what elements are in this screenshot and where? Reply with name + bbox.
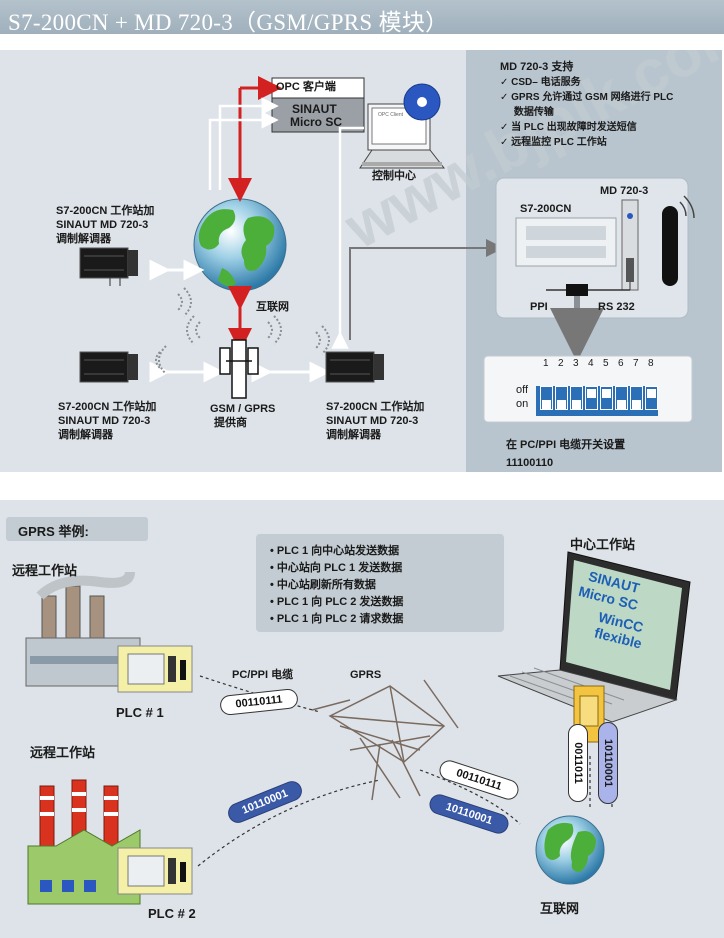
station-right-label: S7-200CN 工作站加 SINAUT MD 720-3 调制解调器 [326, 401, 425, 441]
gsm-provider-label-2: 提供商 [214, 417, 247, 429]
modem-station-left-bottom-icon [79, 351, 138, 383]
cable-label: PC/PPI 电缆 [232, 669, 294, 681]
dip-switch-1 [540, 386, 553, 410]
dip-switch-8 [645, 386, 658, 410]
sinaut-label-1: SINAUT [292, 102, 337, 116]
dip-knob [587, 389, 596, 398]
md720-label: MD 720-3 [600, 185, 649, 197]
plc2-label: PLC # 2 [148, 906, 196, 921]
title-bar [0, 0, 724, 34]
dip-switch-2 [555, 386, 568, 410]
sinaut-label-2: Micro SC [290, 115, 343, 129]
internet-globe-bottom-icon [535, 815, 605, 885]
md720-modem-icon [621, 199, 639, 291]
dip-knob [557, 400, 566, 409]
example-badge: GPRS 举例: [6, 517, 148, 541]
central-station-label: 中心工作站 [570, 537, 636, 552]
internet-label: 互联网 [256, 301, 289, 313]
internet-globe-icon [193, 198, 287, 292]
page-title: S7-200CN + MD 720-3（GSM/GPRS 模块） [8, 10, 449, 35]
remote-station-1-label: 远程工作站 [12, 563, 78, 578]
dip-switch-6 [615, 386, 628, 410]
packet-vertical-white: 0011011 [568, 724, 588, 802]
gprs-example-graphics [25, 551, 691, 905]
setting-caption: 在 PC/PPI 电缆开关设置 [506, 439, 626, 451]
grey-arrow-device [349, 239, 504, 340]
dip-switch-7 [630, 386, 643, 410]
s7-200cn-label: S7-200CN [520, 203, 572, 215]
control-center-label: 控制中心 [372, 170, 416, 182]
radio-wave-icons [155, 287, 330, 375]
dip-number: 4 [588, 358, 594, 369]
antenna-icon [662, 195, 695, 286]
dip-switch-row [540, 386, 662, 416]
remote-factory-2-icon [27, 779, 141, 905]
remote-station-2-label: 远程工作站 [30, 745, 96, 760]
control-center-computer-icon [359, 83, 446, 169]
opc-window-label: OPC Client [378, 112, 404, 118]
setting-value: 11100110 [506, 457, 554, 469]
dip-knob [632, 400, 641, 409]
dip-switch-4 [585, 386, 598, 410]
dip-number: 8 [648, 358, 654, 369]
opc-client-label: OPC 客户端 [276, 81, 336, 93]
dip-switch-3 [570, 386, 583, 410]
bullet-list: • PLC 1 向中心站发送数据 • 中心站向 PLC 1 发送数据 • 中心站… [270, 545, 404, 625]
plc1-box-icon [117, 645, 193, 693]
ppi-label: PPI [530, 301, 548, 313]
rs232-label: RS 232 [598, 301, 635, 313]
dip-switch-5 [600, 386, 613, 410]
white-arrow-opc-2 [218, 97, 279, 190]
modem-station-right-icon [325, 351, 384, 383]
dip-off-label: off [516, 384, 529, 396]
dip-knob [542, 400, 551, 409]
gsm-tower-icon [219, 339, 259, 399]
dip-number: 2 [558, 358, 564, 369]
station-left-top-label: S7-200CN 工作站加 SINAUT MD 720-3 调制解调器 [56, 205, 155, 245]
dip-number: 7 [633, 358, 639, 369]
dip-knob [617, 400, 626, 409]
dip-knob [572, 400, 581, 409]
central-laptop-icon [497, 551, 691, 723]
dip-number: 3 [573, 358, 579, 369]
plc1-label: PLC # 1 [116, 705, 164, 720]
station-left-bottom-label: S7-200CN 工作站加 SINAUT MD 720-3 调制解调器 [58, 401, 157, 441]
gsm-provider-label-1: GSM / GPRS [210, 403, 276, 415]
white-arrow-opc-1 [208, 111, 279, 190]
dip-number: 1 [543, 358, 549, 369]
dip-number: 5 [603, 358, 609, 369]
s7-200cn-plc-icon [515, 217, 617, 267]
dip-knob [602, 389, 611, 398]
internet-bottom-label: 互联网 [540, 901, 580, 916]
connector-icon [566, 284, 588, 296]
modem-station-left-top-icon [79, 247, 138, 286]
feature-list: MD 720-3 支持 ✓ CSD– 电话服务 ✓ GPRS 允许通过 GSM … [500, 61, 674, 148]
bullet-panel [256, 534, 504, 632]
plc2-box-icon [117, 847, 193, 895]
gprs-tower-icon [311, 679, 459, 801]
gprs-label: GPRS [350, 669, 382, 681]
packet-vertical-blue: 10110001 [598, 722, 618, 804]
router-icon [573, 685, 605, 743]
dip-knob [647, 389, 656, 398]
white-arrow-right-station [331, 126, 364, 349]
opc-client-box [271, 77, 365, 133]
dip-number: 6 [618, 358, 624, 369]
dip-on-label: on [516, 398, 529, 410]
